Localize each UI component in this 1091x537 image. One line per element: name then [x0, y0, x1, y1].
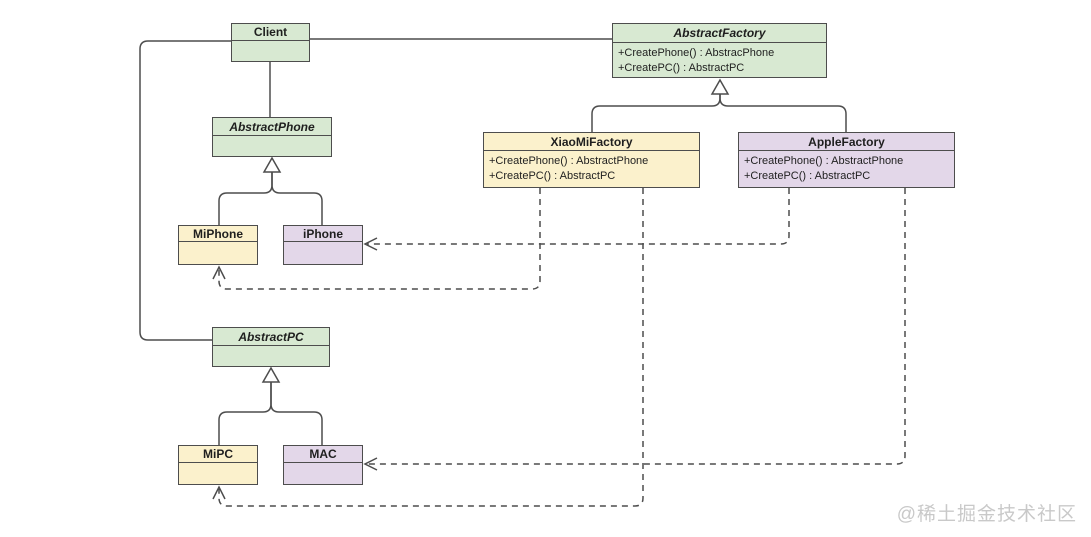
class-box-mac: MAC	[283, 445, 363, 485]
class-title: iPhone	[284, 226, 362, 242]
class-title: MAC	[284, 446, 362, 463]
class-method: +CreatePhone() : AbstractPhone	[489, 155, 649, 167]
class-title: AbstractPC	[213, 328, 329, 346]
open-arrowhead-icon	[363, 457, 378, 471]
class-title: MiPhone	[179, 226, 257, 242]
dependency-xiaomifactory-miphone	[212, 188, 541, 290]
dependency-applefactory-iphone	[363, 188, 790, 251]
class-title: AppleFactory	[739, 133, 954, 151]
class-title: MiPC	[179, 446, 257, 463]
class-box-mipc: MiPC	[178, 445, 258, 485]
class-body	[284, 242, 362, 264]
class-box-xiaomifactory: XiaoMiFactory +CreatePhone() : AbstractP…	[483, 132, 700, 188]
class-body: +CreatePhone() : AbstractPhone +CreatePC…	[739, 151, 954, 187]
class-body: +CreatePhone() : AbstractPhone +CreatePC…	[484, 151, 699, 187]
class-method: +CreatePC() : AbstractPC	[744, 170, 871, 182]
watermark-text: @稀土掘金技术社区	[896, 504, 1077, 525]
class-box-abstractpc: AbstractPC	[212, 327, 330, 367]
class-box-miphone: MiPhone	[178, 225, 258, 265]
generalization-to-abstractfactory	[591, 78, 847, 132]
hollow-triangle-icon	[261, 366, 281, 383]
class-box-abstractfactory: AbstractFactory +CreatePhone() : Abstrac…	[612, 23, 827, 78]
class-body: +CreatePhone() : AbstracPhone +CreatePC(…	[613, 43, 826, 77]
class-body	[232, 41, 309, 61]
generalization-to-abstractphone	[218, 156, 323, 225]
class-method: +CreatePhone() : AbstracPhone	[618, 47, 775, 59]
association-client-abstractpc	[139, 40, 231, 341]
class-body	[284, 463, 362, 484]
dependency-applefactory-mac	[363, 188, 906, 471]
class-box-client: Client	[231, 23, 310, 62]
class-box-abstractphone: AbstractPhone	[212, 117, 332, 157]
class-box-iphone: iPhone	[283, 225, 363, 265]
open-arrowhead-icon	[363, 237, 378, 251]
class-title: XiaoMiFactory	[484, 133, 699, 151]
dependency-xiaomifactory-mipc	[212, 188, 644, 507]
class-body	[213, 346, 329, 366]
open-arrowhead-icon	[212, 485, 226, 500]
class-box-applefactory: AppleFactory +CreatePhone() : AbstractPh…	[738, 132, 955, 188]
class-method: +CreatePC() : AbstractPC	[489, 170, 616, 182]
generalization-to-abstractpc	[218, 366, 323, 445]
hollow-triangle-icon	[262, 156, 282, 173]
class-method: +CreatePhone() : AbstractPhone	[744, 155, 904, 167]
class-title: AbstractPhone	[213, 118, 331, 136]
class-title: AbstractFactory	[613, 24, 826, 43]
class-title: Client	[232, 24, 309, 41]
hollow-triangle-icon	[710, 78, 730, 95]
class-method: +CreatePC() : AbstractPC	[618, 62, 745, 74]
class-body	[179, 242, 257, 264]
open-arrowhead-icon	[212, 265, 226, 280]
class-body	[213, 136, 331, 156]
class-body	[179, 463, 257, 484]
